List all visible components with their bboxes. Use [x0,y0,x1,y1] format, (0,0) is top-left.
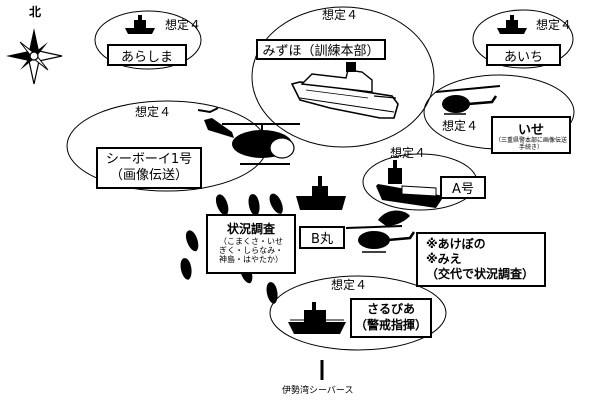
mizuho-name: みずほ（訓練本部） [262,44,380,59]
arashima-boat-icon [125,15,155,34]
sarubia-name: さるびあ [366,302,415,317]
ise-scenario-label: 想定４ [442,119,479,133]
seaboy-scenario-label: 想定４ [135,105,172,119]
compass-rose [6,28,63,85]
akebono-label-box: ※あけぼの ※みえ （交代で状況調査） [416,232,546,287]
a-go-scenario-label: 想定４ [390,146,427,160]
a-go-label-box: A号 [440,176,486,199]
sarubia-label-box: さるびあ （警戒指揮） [350,298,432,338]
mie-name: ※みえ [426,252,462,266]
sea-berth-label: 伊勢湾シーバース [282,386,354,396]
oil-slick-shape [378,210,410,226]
ise-name: いせ [517,122,544,138]
a-go-tanker-icon [376,160,444,208]
aichi-scenario-label: 想定４ [536,18,573,32]
survey-ships-line1: （こまくさ・いせ [219,237,283,247]
ise-helicopter-icon [435,85,501,115]
survey-boat-icon [180,258,192,280]
aichi-name: あいち [503,49,543,65]
survey-boat-icon [266,282,278,304]
seaboy-name: シーボーイ1号 [105,151,193,167]
arashima-ellipse [94,10,202,70]
ise-label-box: いせ （三重県警本部に画像伝送手続き） [491,116,571,154]
survey-ships-line2: ぎく・しらなみ・ [218,246,284,256]
aichi-ellipse [472,9,574,69]
akebono-helicopter-icon [345,225,416,253]
north-label: 北 [29,5,42,19]
seaboy-helicopter-icon [197,107,300,165]
mizuho-ellipse [251,6,435,148]
sarubia-scenario-label: 想定４ [331,278,368,292]
survey-title: 状況調査 [226,222,275,237]
seaboy-role: （画像伝送） [109,168,188,183]
survey-ships-line3: 神島・はやたか） [219,255,283,265]
survey-boat-icon [269,193,283,214]
survey-boat-icon [248,194,260,216]
aichi-label-box: あいち [486,44,561,66]
survey-label-box: 状況調査 （こまくさ・いせ ぎく・しらなみ・ 神島・はやたか） [206,214,296,274]
akebono-role: （交代で状況調査） [426,267,535,281]
arashima-scenario-label: 想定４ [165,18,202,32]
sarubia-ellipse [269,275,447,351]
survey-boat-icon [215,194,229,216]
mizuho-ship-icon [290,62,399,119]
b-maru-ship-icon [296,176,346,210]
mizuho-scenario-label: 想定４ [322,8,359,22]
seaboy-label-box: シーボーイ1号 （画像伝送） [96,147,202,189]
a-go-name: A号 [452,182,474,197]
sarubia-ship-icon [288,302,346,334]
arashima-name: あらしま [120,49,173,65]
b-maru-label-box: B丸 [299,226,345,249]
aichi-boat-icon [497,15,527,34]
akebono-name: ※あけぼの [426,237,486,251]
arashima-label-box: あらしま [107,44,187,66]
ise-note: （三重県警本部に画像伝送手続き） [494,136,567,151]
b-maru-name: B丸 [311,232,333,247]
sarubia-role: （警戒指揮） [354,318,427,332]
mizuho-label-box: みずほ（訓練本部） [256,39,386,60]
survey-boat-icon [185,230,199,252]
